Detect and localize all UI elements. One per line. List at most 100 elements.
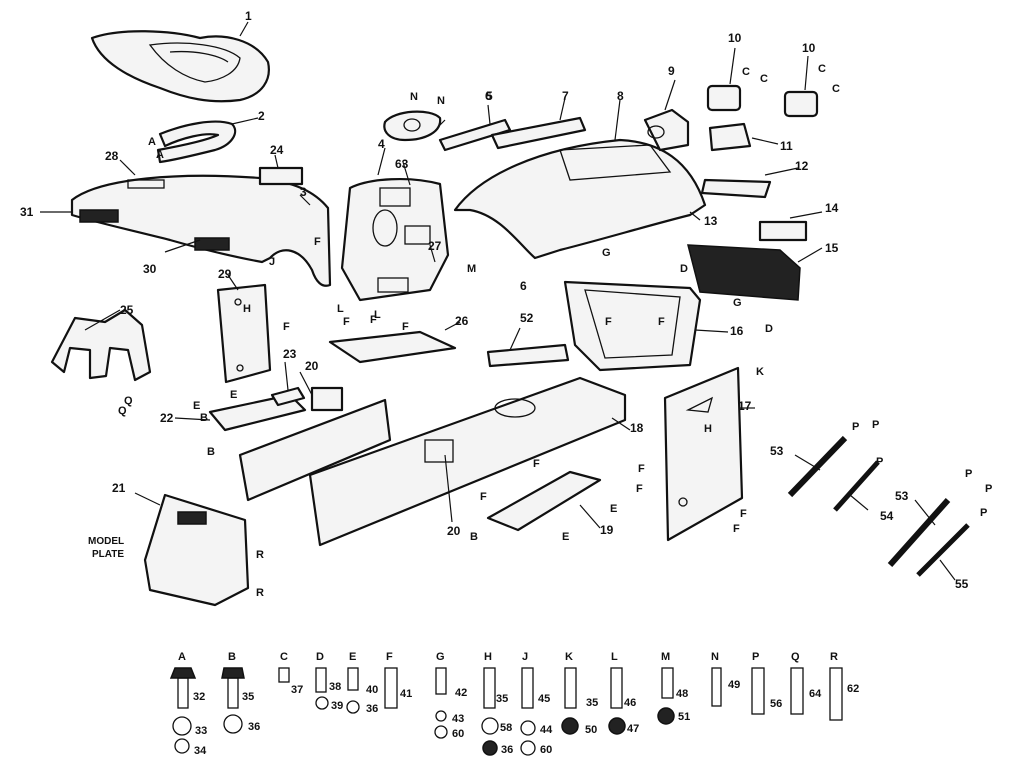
letter-callout-label: B bbox=[207, 446, 215, 458]
letter-callout-label: F bbox=[636, 483, 643, 495]
letter-callout-label: G bbox=[602, 247, 611, 259]
part-seat-bracket bbox=[156, 120, 237, 164]
part-number-label: 55 bbox=[955, 577, 969, 591]
legend-letter: B bbox=[228, 651, 236, 663]
part-number-label: 21 bbox=[112, 481, 126, 495]
bolt-j-icon bbox=[521, 667, 534, 709]
part-frame bbox=[308, 376, 627, 547]
nut-icon bbox=[561, 717, 579, 735]
legend-part-number: 62 bbox=[847, 683, 859, 695]
part-seat bbox=[90, 30, 270, 103]
letter-callout-label: R bbox=[256, 549, 264, 561]
legend-letter: J bbox=[522, 651, 528, 663]
letter-callout-label: M bbox=[467, 263, 476, 275]
legend-letter: P bbox=[752, 651, 759, 663]
letter-callout-label: F bbox=[605, 316, 612, 328]
bolt-h-icon bbox=[483, 667, 496, 709]
letter-callout-label: P bbox=[872, 419, 879, 431]
part-hood-front bbox=[70, 174, 332, 287]
legend-part-number: 35 bbox=[242, 691, 254, 703]
letter-callout-label: N bbox=[437, 95, 445, 107]
part-headlights bbox=[706, 84, 819, 152]
legend-letter: F bbox=[386, 651, 393, 663]
part-number-label: 12 bbox=[795, 159, 809, 173]
legend-letter: A bbox=[178, 651, 186, 663]
legend-part-number: 60 bbox=[540, 744, 552, 756]
bolt-e-icon bbox=[347, 667, 359, 691]
letter-callout-label: P bbox=[980, 507, 987, 519]
legend-part-number: 41 bbox=[400, 688, 412, 700]
letter-callout-label: H bbox=[704, 423, 712, 435]
legend-part-number: 37 bbox=[291, 684, 303, 696]
part-number-label: 26 bbox=[455, 314, 469, 328]
legend-letter: L bbox=[611, 651, 618, 663]
letter-callout-label: E bbox=[230, 389, 237, 401]
letter-callout-label: F bbox=[533, 458, 540, 470]
legend-part-number: 48 bbox=[676, 688, 688, 700]
bolt-r-icon bbox=[829, 667, 843, 721]
nut-icon bbox=[482, 740, 498, 756]
bolt-l-icon bbox=[610, 667, 623, 709]
washer-icon bbox=[174, 738, 190, 754]
washer-icon bbox=[315, 696, 329, 710]
part-footrest-right bbox=[486, 470, 602, 532]
letter-callout-label: F bbox=[740, 508, 747, 520]
legend-part-number: 60 bbox=[452, 728, 464, 740]
legend-part-number: 33 bbox=[195, 725, 207, 737]
washer-icon bbox=[172, 716, 192, 736]
letter-callout-label: Q bbox=[118, 405, 127, 417]
part-number-label: 28 bbox=[105, 149, 119, 163]
letter-callout-label: F bbox=[402, 321, 409, 333]
legend-letter: C bbox=[280, 651, 288, 663]
letter-callout-label: F bbox=[343, 316, 350, 328]
part-number-label: 3 bbox=[300, 185, 307, 199]
part-number-label: 10 bbox=[728, 31, 742, 45]
letter-callout-label: F bbox=[638, 463, 645, 475]
bolt-p-icon bbox=[751, 667, 765, 715]
letter-callout-label: C bbox=[742, 66, 750, 78]
letter-callout-label: E bbox=[610, 503, 617, 515]
letter-callout-label: A bbox=[156, 149, 164, 161]
part-decals bbox=[258, 116, 808, 242]
letter-callout-label: F bbox=[370, 314, 377, 326]
legend-part-number: 50 bbox=[585, 724, 597, 736]
letter-callout-label: A bbox=[148, 136, 156, 148]
legend-part-number: 42 bbox=[455, 687, 467, 699]
washer-icon bbox=[435, 710, 447, 722]
washer-icon bbox=[481, 717, 499, 735]
bolt-m-icon bbox=[661, 667, 674, 699]
part-number-label: 6 bbox=[520, 279, 527, 293]
part-number-label: 6 bbox=[485, 89, 492, 103]
part-number-label: 23 bbox=[283, 347, 297, 361]
letter-callout-label: P bbox=[965, 468, 972, 480]
fastener-legend bbox=[169, 667, 843, 756]
part-number-label: 29 bbox=[218, 267, 232, 281]
part-number-label: 19 bbox=[600, 523, 614, 537]
letter-callout-label: P bbox=[876, 456, 883, 468]
bolt-q-icon bbox=[790, 667, 804, 715]
part-fender-mount bbox=[50, 308, 152, 382]
legend-letter: G bbox=[436, 651, 445, 663]
letter-callout-label: C bbox=[832, 83, 840, 95]
part-number-label: 8 bbox=[617, 89, 624, 103]
bolt-b-icon bbox=[221, 667, 245, 709]
part-number-label: 11 bbox=[780, 139, 793, 153]
part-grille-housing bbox=[563, 280, 702, 372]
part-decal-20 bbox=[310, 386, 344, 412]
part-number-label: 30 bbox=[143, 262, 157, 276]
legend-letter: H bbox=[484, 651, 492, 663]
part-number-label: 17 bbox=[738, 399, 752, 413]
part-light-switch bbox=[643, 108, 690, 152]
legend-part-number: 35 bbox=[496, 693, 508, 705]
legend-part-number: 45 bbox=[538, 693, 550, 705]
part-number-label: 4 bbox=[378, 137, 385, 151]
part-number-label: 53 bbox=[895, 489, 909, 503]
part-number-label: 15 bbox=[825, 241, 839, 255]
letter-callout-label: P bbox=[985, 483, 992, 495]
letter-callout-label: C bbox=[818, 63, 826, 75]
part-side-panel-right bbox=[663, 366, 744, 542]
washer-icon bbox=[520, 720, 536, 736]
legend-part-number: 49 bbox=[728, 679, 740, 691]
